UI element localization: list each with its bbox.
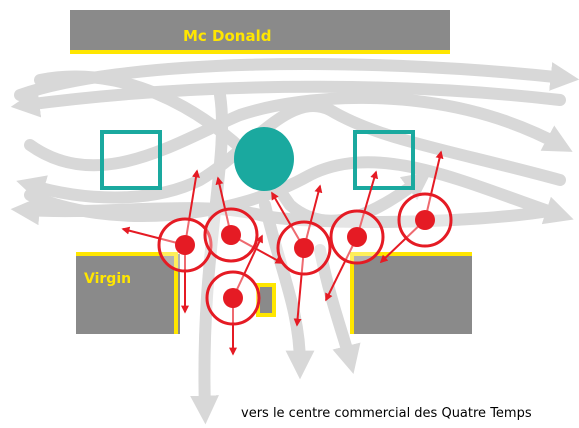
flow-arrow xyxy=(24,156,574,225)
mcdonald-building: Mc Donald xyxy=(70,10,450,54)
flow-arrow xyxy=(259,199,315,380)
red-arrow-icon xyxy=(293,247,305,327)
people xyxy=(157,192,453,326)
red-arrow-icon xyxy=(356,170,379,238)
red-arrow-icon xyxy=(232,234,263,299)
mcdonald-label: Mc Donald xyxy=(183,27,271,45)
red-arrow-icon xyxy=(424,150,444,221)
person-circle-icon xyxy=(397,192,453,248)
red-arrow-icon xyxy=(271,191,305,249)
person-circle-icon xyxy=(203,207,259,263)
destination-caption: vers le centre commercial des Quatre Tem… xyxy=(241,406,532,421)
flow-arrow xyxy=(10,80,566,118)
right-building xyxy=(350,252,472,334)
person-circle-icon xyxy=(205,270,261,326)
red-arrow-icon xyxy=(325,236,358,302)
red-arrow-icon xyxy=(303,184,323,249)
obstacle-square-right xyxy=(353,130,415,190)
virgin-label: Virgin xyxy=(84,271,131,287)
person-circle-icon xyxy=(329,209,385,265)
person-circle-icon xyxy=(157,217,213,273)
red-arrow-icon xyxy=(184,169,200,246)
flow-arrow xyxy=(16,100,566,204)
obstacle-round xyxy=(234,127,294,191)
person-circle-icon xyxy=(276,220,332,276)
red-arrow-icon xyxy=(121,226,186,246)
flow-arrow xyxy=(24,91,573,172)
red-arrow-icon xyxy=(379,219,426,264)
flow-arrow xyxy=(314,244,361,374)
obstacle-square-left xyxy=(100,130,162,190)
virgin-building: Virgin xyxy=(76,252,180,334)
